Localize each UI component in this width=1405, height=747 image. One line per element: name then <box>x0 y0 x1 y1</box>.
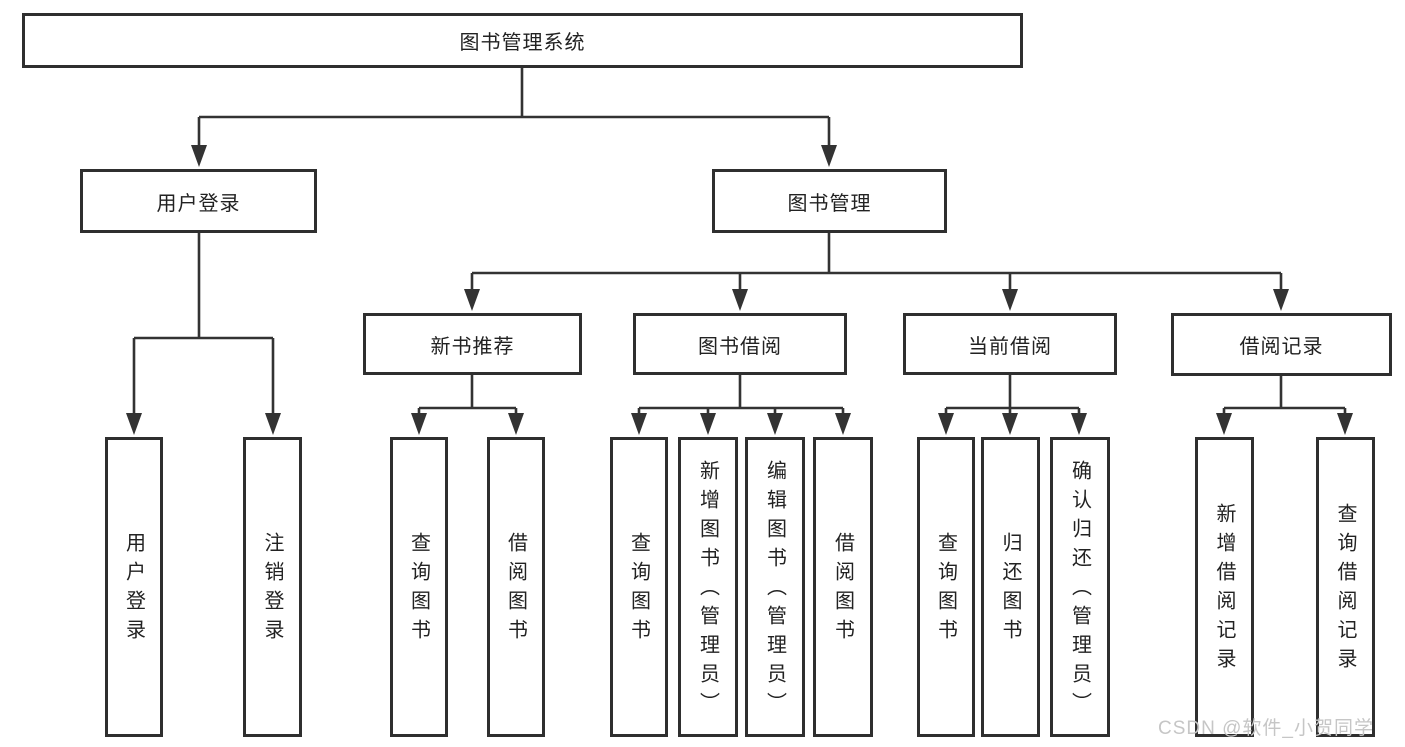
node-book-management: 图书管理 <box>712 169 947 233</box>
node-leaf-user-login: 用户登录 <box>105 437 163 737</box>
node-user-login: 用户登录 <box>80 169 317 233</box>
connector-line <box>470 233 1283 294</box>
connector-line <box>197 68 831 150</box>
node-current-query-books: 查询图书 <box>917 437 975 737</box>
connector-line <box>132 233 275 418</box>
connector-line <box>1222 375 1347 418</box>
connector-root-to-level2 <box>191 68 837 167</box>
connector-line <box>637 375 845 418</box>
node-records-add-record: 新增借阅记录 <box>1195 437 1254 737</box>
node-current-borrowing: 当前借阅 <box>903 313 1117 375</box>
connector-book-management-branch <box>464 233 1289 311</box>
connector-line <box>417 375 518 418</box>
connector-borrowing-records-branch <box>1216 375 1353 435</box>
node-current-confirm-return-admin: 确认归还（管理员） <box>1050 437 1110 737</box>
connector-new-book-recommend-branch <box>411 375 524 435</box>
node-leaf-logout: 注销登录 <box>243 437 302 737</box>
node-current-return-books: 归还图书 <box>981 437 1040 737</box>
node-new-book-recommend: 新书推荐 <box>363 313 582 375</box>
watermark: CSDN @软件_小贺同学 <box>1158 718 1374 739</box>
arrowhead-icon <box>411 413 524 435</box>
arrowhead-icon <box>191 145 837 167</box>
node-borrowing-borrow-books: 借阅图书 <box>813 437 873 737</box>
node-records-query-record: 查询借阅记录 <box>1316 437 1375 737</box>
node-borrowing-edit-books-admin: 编辑图书（管理员） <box>745 437 805 737</box>
connector-book-borrowing-branch <box>631 375 851 435</box>
node-borrowing-add-books-admin: 新增图书（管理员） <box>678 437 738 737</box>
arrowhead-icon <box>464 289 1289 311</box>
connector-line <box>944 375 1081 418</box>
arrowhead-icon <box>631 413 851 435</box>
arrowhead-icon <box>938 413 1087 435</box>
node-borrowing-query-books: 查询图书 <box>610 437 668 737</box>
arrowhead-icon <box>126 413 281 435</box>
connector-user-login-branch <box>126 233 281 435</box>
node-root: 图书管理系统 <box>22 13 1023 68</box>
node-book-borrowing: 图书借阅 <box>633 313 847 375</box>
node-recommend-borrow-books: 借阅图书 <box>487 437 545 737</box>
node-borrowing-records: 借阅记录 <box>1171 313 1392 376</box>
connector-current-borrowing-branch <box>938 375 1087 435</box>
node-recommend-query-books: 查询图书 <box>390 437 448 737</box>
arrowhead-icon <box>1216 413 1353 435</box>
